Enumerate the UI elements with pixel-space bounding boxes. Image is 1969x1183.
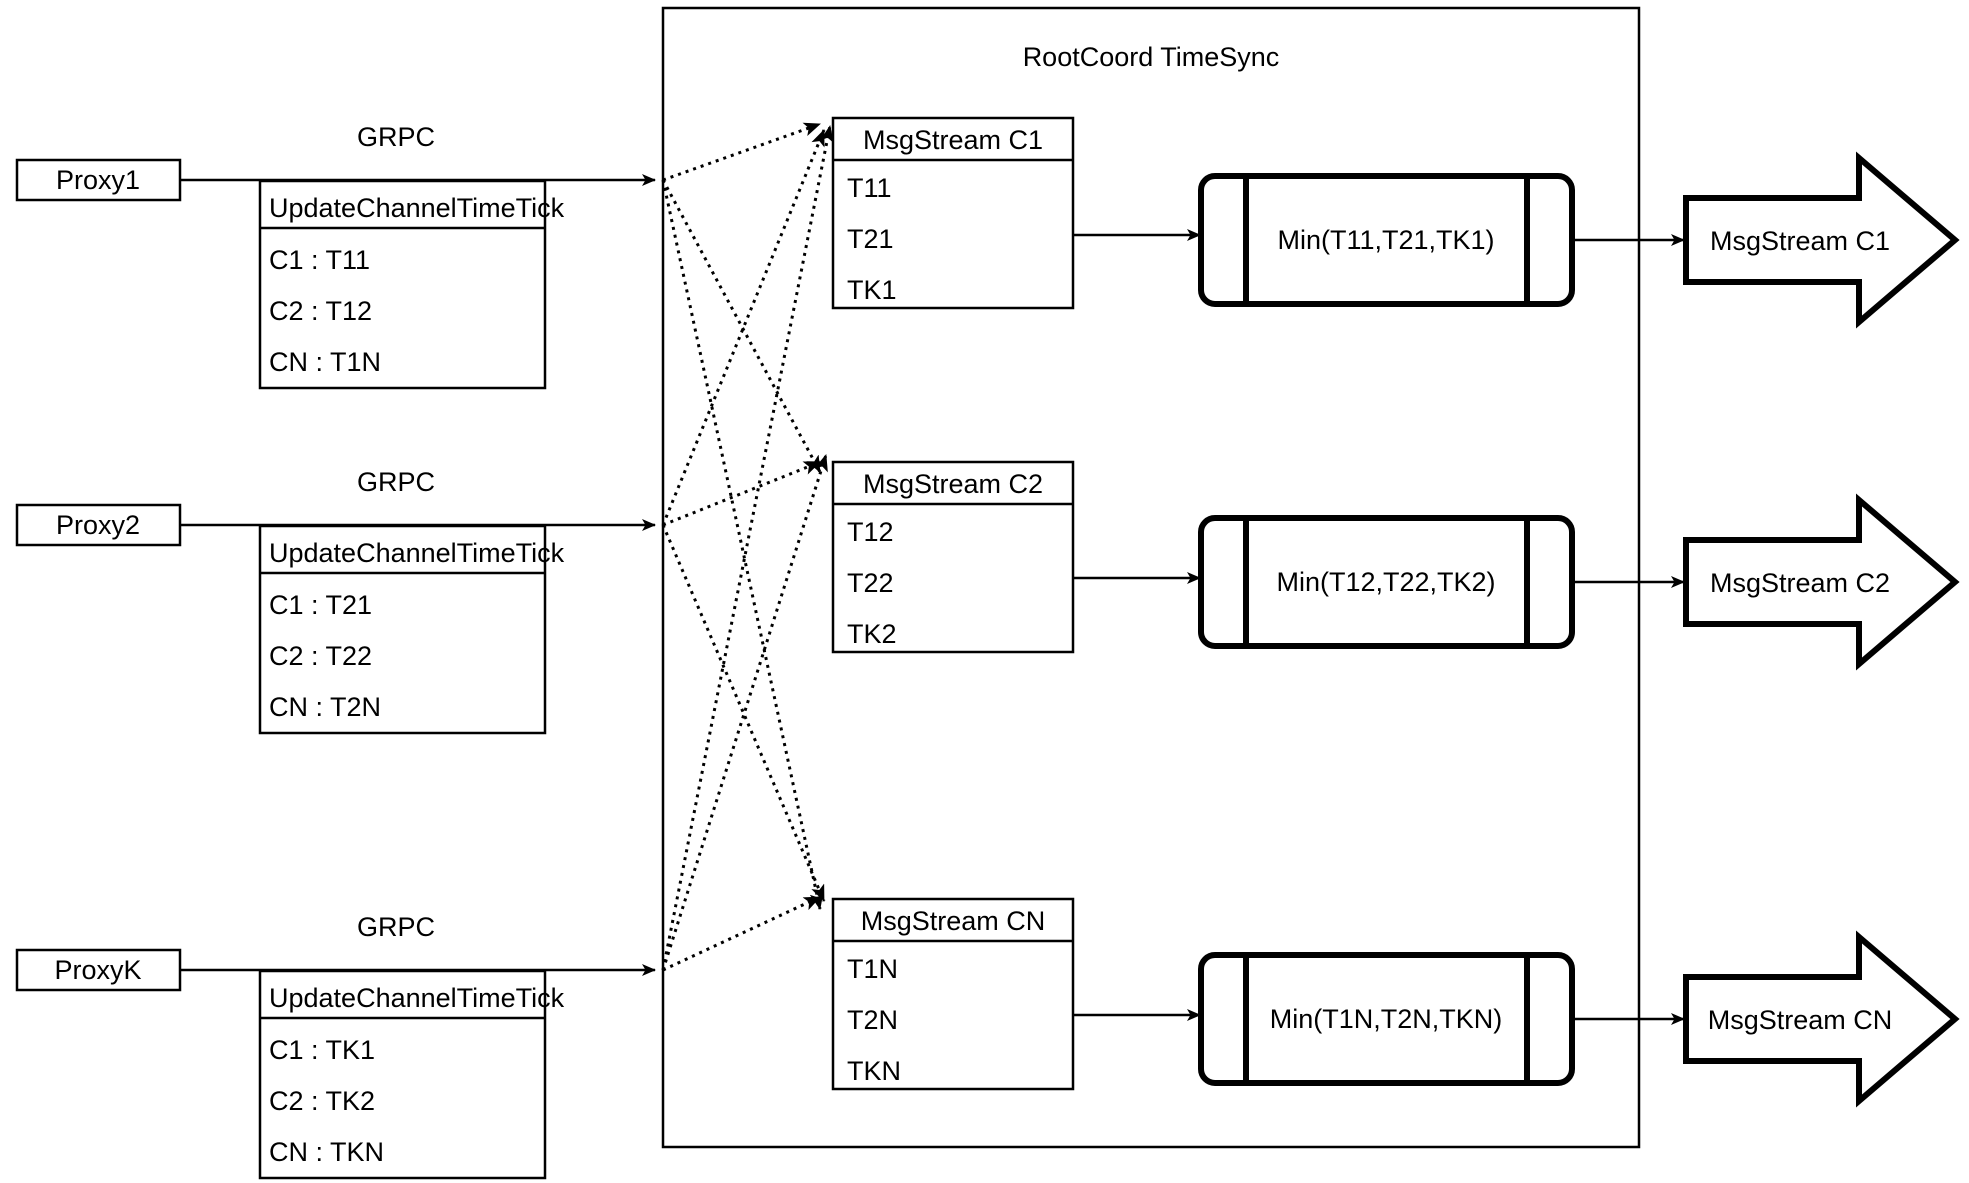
request-header-3: UpdateChannelTimeTick xyxy=(269,983,565,1013)
output-block-arrow-3 xyxy=(1683,930,1960,1108)
grpc-label-2: GRPC xyxy=(357,467,435,497)
proxy-box-3[interactable] xyxy=(15,948,182,992)
min-process-label-3: Min(T1N,T2N,TKN) xyxy=(1270,1004,1503,1034)
output-label-1: MsgStream C1 xyxy=(1710,226,1890,256)
request-row-2-2: CN : T2N xyxy=(269,692,381,722)
request-row-2-1: C2 : T22 xyxy=(269,641,372,671)
request-row-1-0: C1 : T11 xyxy=(269,245,370,275)
msgstream-table-row-3-0: T1N xyxy=(847,954,898,984)
dotted-edge-p1-c1 xyxy=(662,122,821,182)
msgstream-table-header-2: MsgStream C2 xyxy=(863,469,1043,499)
output-label-3: MsgStream CN xyxy=(1708,1005,1893,1035)
msgstream-table-row-1-0: T11 xyxy=(847,173,892,203)
msgstream-table-row-2-1: T22 xyxy=(847,568,894,598)
msgstream-table-row-2-2: TK2 xyxy=(847,619,897,649)
dotted-edge-pk-cn xyxy=(662,895,821,972)
msgstream-table-header-1: MsgStream C1 xyxy=(863,125,1043,155)
msgstream-table-row-1-1: T21 xyxy=(847,224,894,254)
msgstream-table-row-3-1: T2N xyxy=(847,1005,898,1035)
request-card-3 xyxy=(258,969,547,1180)
output-block-arrow-2 xyxy=(1683,493,1960,671)
msgstream-table-row-1-2: TK1 xyxy=(847,275,897,305)
msgstream-table-3 xyxy=(831,897,1075,1091)
msgstream-table-row-2-0: T12 xyxy=(847,517,894,547)
request-row-3-1: C2 : TK2 xyxy=(269,1086,375,1116)
msgstream-table-row-3-2: TKN xyxy=(847,1056,901,1086)
request-card-1 xyxy=(258,179,547,390)
grpc-label-1: GRPC xyxy=(357,122,435,152)
dotted-edge-pk-c2 xyxy=(661,454,828,971)
proxy-box-1[interactable] xyxy=(15,158,182,202)
min-process-label-2: Min(T12,T22,TK2) xyxy=(1276,567,1495,597)
output-label-2: MsgStream C2 xyxy=(1710,568,1890,598)
msgstream-table-header-3: MsgStream CN xyxy=(861,906,1046,936)
msgstream-table-2 xyxy=(831,460,1075,654)
request-header-2: UpdateChannelTimeTick xyxy=(269,538,565,568)
proxy-label-3: ProxyK xyxy=(54,955,141,985)
output-block-arrow-1 xyxy=(1683,151,1960,329)
proxy-box-2[interactable] xyxy=(15,503,182,547)
request-row-1-1: C2 : T12 xyxy=(269,296,372,326)
request-row-2-0: C1 : T21 xyxy=(269,590,372,620)
proxy-label-2: Proxy2 xyxy=(56,510,140,540)
request-row-3-0: C1 : TK1 xyxy=(269,1035,375,1065)
msgstream-table-1 xyxy=(831,116,1075,310)
request-row-3-2: CN : TKN xyxy=(269,1137,384,1167)
min-process-label-1: Min(T11,T21,TK1) xyxy=(1277,225,1494,255)
request-header-1: UpdateChannelTimeTick xyxy=(269,193,565,223)
request-card-2 xyxy=(258,524,547,735)
proxy-label-1: Proxy1 xyxy=(56,165,140,195)
grpc-label-3: GRPC xyxy=(357,912,435,942)
request-row-1-2: CN : T1N xyxy=(269,347,381,377)
rootcoord-timesync-title: RootCoord TimeSync xyxy=(1023,42,1280,72)
